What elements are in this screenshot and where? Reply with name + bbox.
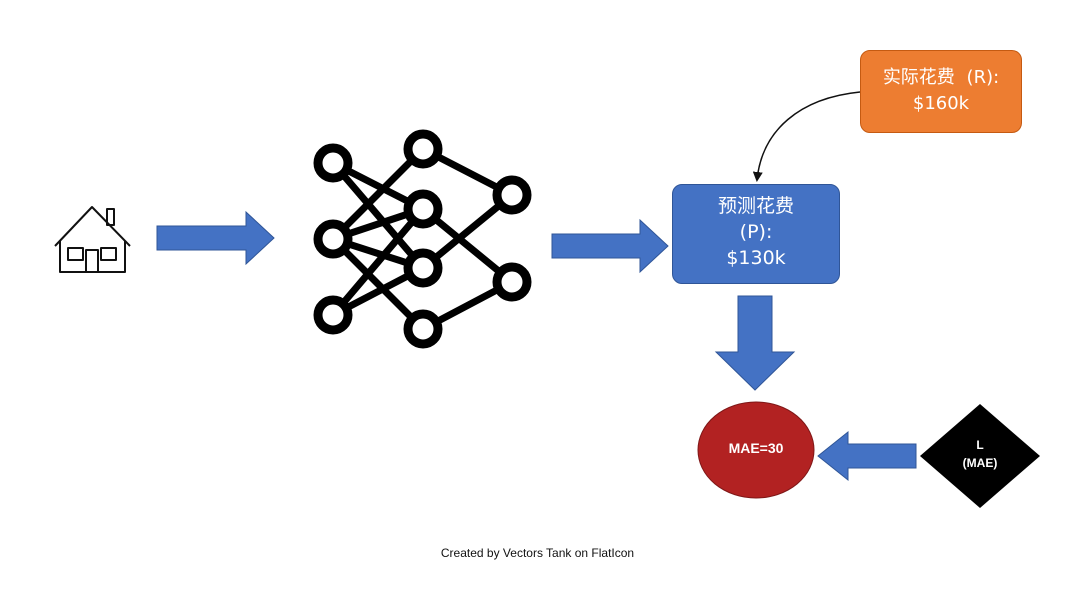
actual-title: 实际花费 bbox=[882, 67, 955, 88]
actual-value: $160k bbox=[912, 93, 970, 114]
arrow-house-to-network bbox=[156, 210, 275, 266]
predicted-title: 预测花费 bbox=[717, 195, 794, 217]
loss-type: (MAE) bbox=[962, 456, 998, 470]
predicted-cost-box: 预测花费 (P): $130k bbox=[672, 184, 840, 284]
predicted-label: (P): bbox=[739, 221, 773, 243]
loss-label: L (MAE) bbox=[922, 436, 1038, 472]
loss-diamond bbox=[920, 404, 1040, 508]
actual-label: (R): bbox=[966, 67, 1000, 88]
mae-ellipse bbox=[697, 401, 815, 499]
arrow-network-to-predicted bbox=[551, 218, 669, 274]
arrow-loss-to-mae bbox=[817, 430, 917, 482]
predicted-value: $130k bbox=[726, 247, 786, 269]
curved-arrow-actual-to-predicted bbox=[752, 91, 861, 182]
neural-network-icon bbox=[313, 129, 532, 349]
actual-cost-box: 实际花费 (R): $160k bbox=[860, 50, 1022, 133]
mae-label: MAE=30 bbox=[728, 440, 784, 456]
arrow-predicted-to-mae bbox=[714, 295, 796, 391]
house-icon bbox=[54, 206, 131, 273]
actual-title-row: 实际花费 (R): bbox=[861, 65, 1021, 91]
icon-credit: Created by Vectors Tank on FlatIcon bbox=[440, 546, 635, 560]
loss-symbol: L bbox=[976, 438, 984, 452]
